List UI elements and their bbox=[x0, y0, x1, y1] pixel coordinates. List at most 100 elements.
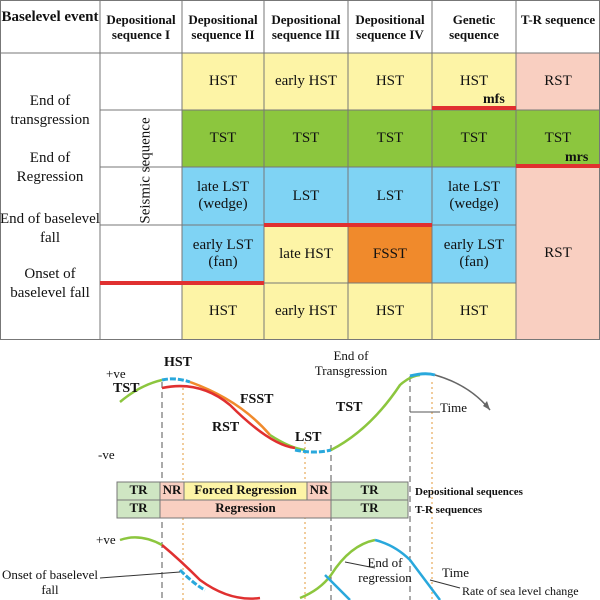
fsst-segment bbox=[189, 380, 271, 436]
header-genetic: Genetic sequence bbox=[449, 12, 499, 42]
top-neg-label: -ve bbox=[98, 447, 115, 462]
cell-text: TST bbox=[460, 130, 488, 146]
dep3-row4: late HST bbox=[264, 225, 348, 283]
header-tr: T-R sequence bbox=[520, 12, 596, 27]
hst-label: HST bbox=[164, 355, 193, 370]
end-regression-label: End of regression bbox=[358, 555, 412, 585]
dep3-row5: early HST bbox=[264, 283, 348, 340]
rate-label: Rate of sea level change bbox=[462, 584, 579, 598]
time-arrowhead bbox=[483, 401, 490, 410]
dep2-row4: early LST (fan) bbox=[182, 225, 264, 283]
dep3-row3: LST bbox=[264, 167, 348, 225]
bottom-blue-left bbox=[178, 568, 206, 592]
seismic-text: Seismic sequence bbox=[137, 117, 154, 224]
cell-text: HST bbox=[208, 73, 238, 89]
header-dep1: Depositional sequence I bbox=[106, 12, 176, 42]
cell-text: early HST bbox=[274, 73, 338, 89]
dep4-row4: FSST bbox=[348, 225, 432, 283]
bottom-pos-label: +ve bbox=[96, 532, 116, 547]
tst-segment bbox=[119, 378, 163, 403]
band-tr-3: TR bbox=[129, 500, 148, 515]
header-baselevel-event: Baselevel event bbox=[1, 9, 99, 25]
hst-segment bbox=[161, 377, 191, 384]
bottom-red-curve bbox=[161, 544, 261, 600]
bottom-green-left bbox=[119, 536, 163, 547]
dep2-row1: HST bbox=[182, 53, 264, 110]
rate-pointer bbox=[429, 579, 461, 589]
dep4-row3: LST bbox=[348, 167, 432, 225]
band-nr-2: NR bbox=[309, 482, 329, 497]
band-rows bbox=[116, 481, 409, 519]
gen-row1: HST bbox=[432, 53, 516, 110]
tr-row2: TST bbox=[516, 110, 600, 167]
cell-text: early LST (fan) bbox=[443, 237, 505, 270]
dep2-row5: HST bbox=[182, 283, 264, 340]
onset-pointer bbox=[99, 571, 181, 579]
onset-label: Onset of baselevel fall bbox=[1, 567, 99, 597]
cell-text: TST bbox=[544, 130, 572, 146]
mfs-label: mfs bbox=[483, 92, 505, 107]
cell-text: early LST (fan) bbox=[192, 237, 254, 270]
dep4-row2: TST bbox=[348, 110, 432, 167]
gen-row2: TST bbox=[432, 110, 516, 167]
header-dep3: Depositional sequence III bbox=[271, 12, 341, 42]
cell-text: late LST (wedge) bbox=[447, 179, 501, 212]
event-end-transgression: End of transgression bbox=[10, 93, 90, 128]
cell-text: RST bbox=[544, 245, 572, 261]
cell-text: HST bbox=[459, 303, 489, 319]
cell-text: HST bbox=[375, 303, 405, 319]
cell-text: HST bbox=[375, 73, 405, 89]
tr-row1: RST bbox=[516, 53, 600, 110]
cell-text: TST bbox=[292, 130, 320, 146]
band-nr-1: NR bbox=[162, 482, 182, 497]
bottom-blue-right bbox=[374, 538, 441, 600]
band-regression: Regression bbox=[215, 500, 276, 515]
baselevel-curve-diagram bbox=[99, 372, 491, 600]
tst-left-label: TST bbox=[113, 381, 140, 396]
table-grid bbox=[0, 0, 600, 340]
event-end-regression: End of Regression bbox=[16, 150, 84, 185]
dep4-row1: HST bbox=[348, 53, 432, 110]
cell-text: LST bbox=[292, 187, 320, 204]
band-tr-2: TR bbox=[360, 482, 379, 497]
band-tr-1: TR bbox=[129, 482, 148, 497]
depositional-sequences-label: Depositional sequences bbox=[415, 486, 523, 498]
cell-text: HST bbox=[208, 303, 238, 319]
dep3-row2: TST bbox=[264, 110, 348, 167]
cell-text: LST bbox=[376, 187, 404, 204]
end-transgression-label: End of Transgression bbox=[314, 348, 388, 378]
dep2-row2: TST bbox=[182, 110, 264, 167]
top-pos-label: +ve bbox=[106, 366, 126, 381]
dep3-row1: early HST bbox=[264, 53, 348, 110]
cell-text: HST bbox=[459, 73, 489, 89]
dep4-row5: HST bbox=[348, 283, 432, 340]
bottom-blue-mid bbox=[324, 574, 351, 600]
band-forced-regression: Forced Regression bbox=[194, 482, 297, 497]
cell-text: late LST (wedge) bbox=[196, 179, 250, 212]
tr-row3-4: RST bbox=[516, 167, 600, 340]
gen-row3: late LST (wedge) bbox=[432, 167, 516, 225]
cell-text: TST bbox=[376, 130, 404, 146]
sequence-table: HST early HST HST HST RST TST TST TST TS… bbox=[0, 0, 600, 340]
event-onset-baselevel-fall: Onset of baselevel fall bbox=[10, 266, 90, 301]
tst-right-label: TST bbox=[336, 400, 363, 415]
cell-text: RST bbox=[544, 73, 572, 89]
header-dep4: Depositional sequence IV bbox=[355, 12, 425, 42]
event-end-baselevel-fall: End of baselevel fall bbox=[0, 211, 100, 246]
header-dep2: Depositional sequence II bbox=[188, 12, 258, 42]
falling-segment bbox=[269, 433, 306, 452]
lst-label: LST bbox=[295, 430, 322, 445]
hst-right-segment bbox=[409, 372, 436, 378]
mrs-label: mrs bbox=[565, 150, 589, 165]
bottom-time-label: Time bbox=[442, 565, 469, 580]
cell-text: late HST bbox=[279, 245, 333, 262]
gen-row5: HST bbox=[432, 283, 516, 340]
lst-segment bbox=[294, 448, 332, 454]
cell-text: early HST bbox=[274, 303, 338, 319]
rst-curve bbox=[161, 384, 296, 450]
cell-text: FSST bbox=[372, 245, 408, 262]
tr-sequences-label: T-R sequences bbox=[415, 504, 483, 516]
rst-label: RST bbox=[212, 420, 240, 435]
bottom-green-mid bbox=[299, 538, 376, 600]
top-time-label: Time bbox=[440, 400, 467, 415]
